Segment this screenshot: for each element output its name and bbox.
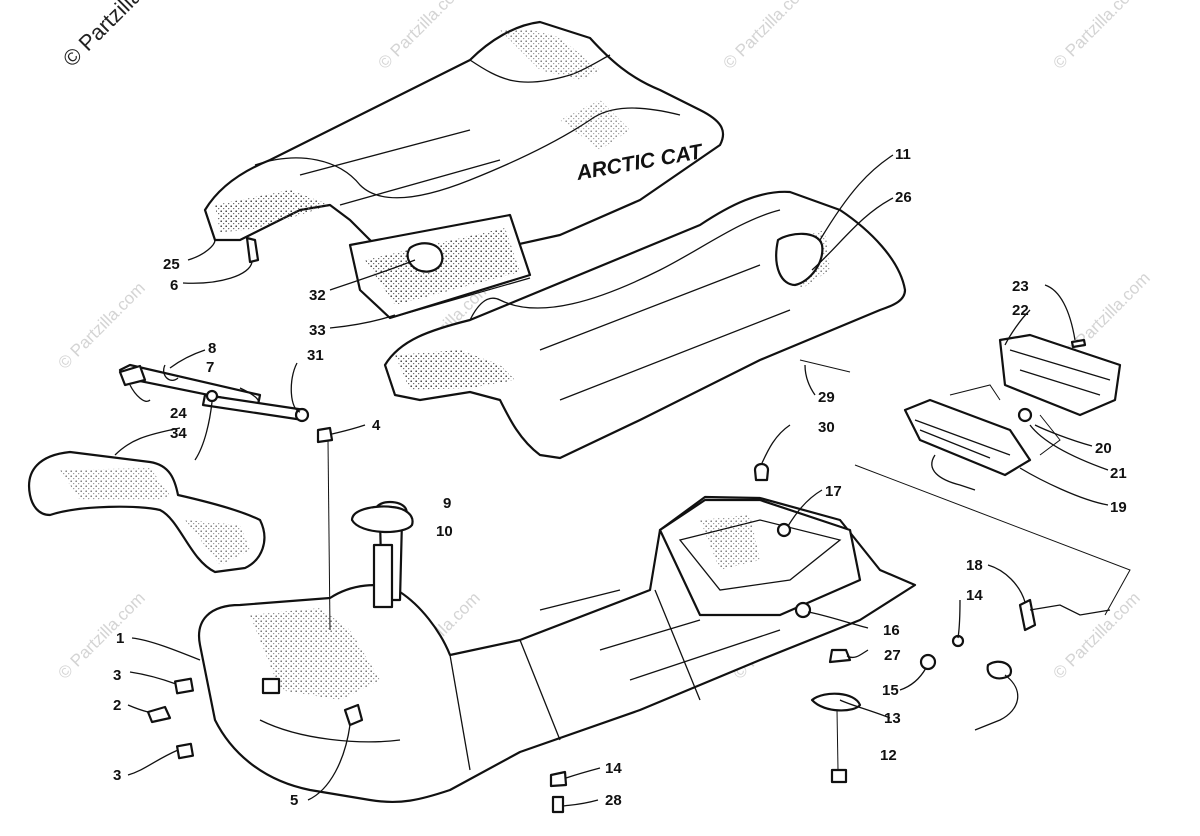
callout-27: 27 <box>884 647 901 664</box>
seat-assembly: ARCTIC CAT <box>203 20 725 320</box>
callout-1: 1 <box>116 630 124 647</box>
watermark: © Partzilla.com <box>719 0 813 73</box>
callout-17: 17 <box>825 483 842 500</box>
watermark: © Partzilla.com <box>54 588 148 682</box>
callout-14: 14 <box>605 760 622 777</box>
callout-30: 30 <box>818 419 835 436</box>
callout-31: 31 <box>307 347 324 364</box>
callout-32: 32 <box>309 287 326 304</box>
taillight-assembly <box>854 333 1131 616</box>
callout-18: 18 <box>966 557 983 574</box>
callout-26: 26 <box>895 189 912 206</box>
hood-part <box>27 450 266 574</box>
callout-28: 28 <box>605 792 622 809</box>
seat-cover <box>383 190 907 460</box>
callout-3: 3 <box>113 667 121 684</box>
callout-29: 29 <box>818 389 835 406</box>
callout-2: 2 <box>113 697 121 714</box>
callout-20: 20 <box>1095 440 1112 457</box>
callout-6: 6 <box>170 277 178 294</box>
callout-10: 10 <box>436 523 453 540</box>
callout-14: 14 <box>966 587 983 604</box>
callout-3: 3 <box>113 767 121 784</box>
callout-25: 25 <box>163 256 180 273</box>
callout-19: 19 <box>1110 499 1127 516</box>
callout-4: 4 <box>372 417 381 434</box>
callout-7: 7 <box>206 359 214 376</box>
leader-lines <box>114 154 1109 807</box>
callout-33: 33 <box>309 322 326 339</box>
hardware-parts <box>118 236 1111 814</box>
callout-21: 21 <box>1110 465 1127 482</box>
watermark: © Partzilla.com <box>1049 0 1143 73</box>
callout-labels: 1 2 3 3 4 5 6 7 8 9 10 11 12 13 14 14 15… <box>113 146 1127 809</box>
callout-13: 13 <box>884 710 901 727</box>
watermark: © Partzilla.com <box>374 0 468 73</box>
callout-8: 8 <box>208 340 216 357</box>
copyright-text: © Partzilla.com <box>58 0 181 72</box>
fuel-tank-body <box>197 495 917 804</box>
callout-15: 15 <box>882 682 899 699</box>
callout-22: 22 <box>1012 302 1029 319</box>
callout-23: 23 <box>1012 278 1029 295</box>
callout-16: 16 <box>883 622 900 639</box>
callout-24: 24 <box>170 405 187 422</box>
watermark: © Partzilla.com <box>1049 588 1143 682</box>
callout-5: 5 <box>290 792 298 809</box>
callout-11: 11 <box>895 146 911 163</box>
callout-12: 12 <box>880 747 897 764</box>
watermark: © Partzilla.com <box>54 278 148 372</box>
callout-34: 34 <box>170 425 187 442</box>
callout-9: 9 <box>443 495 451 512</box>
